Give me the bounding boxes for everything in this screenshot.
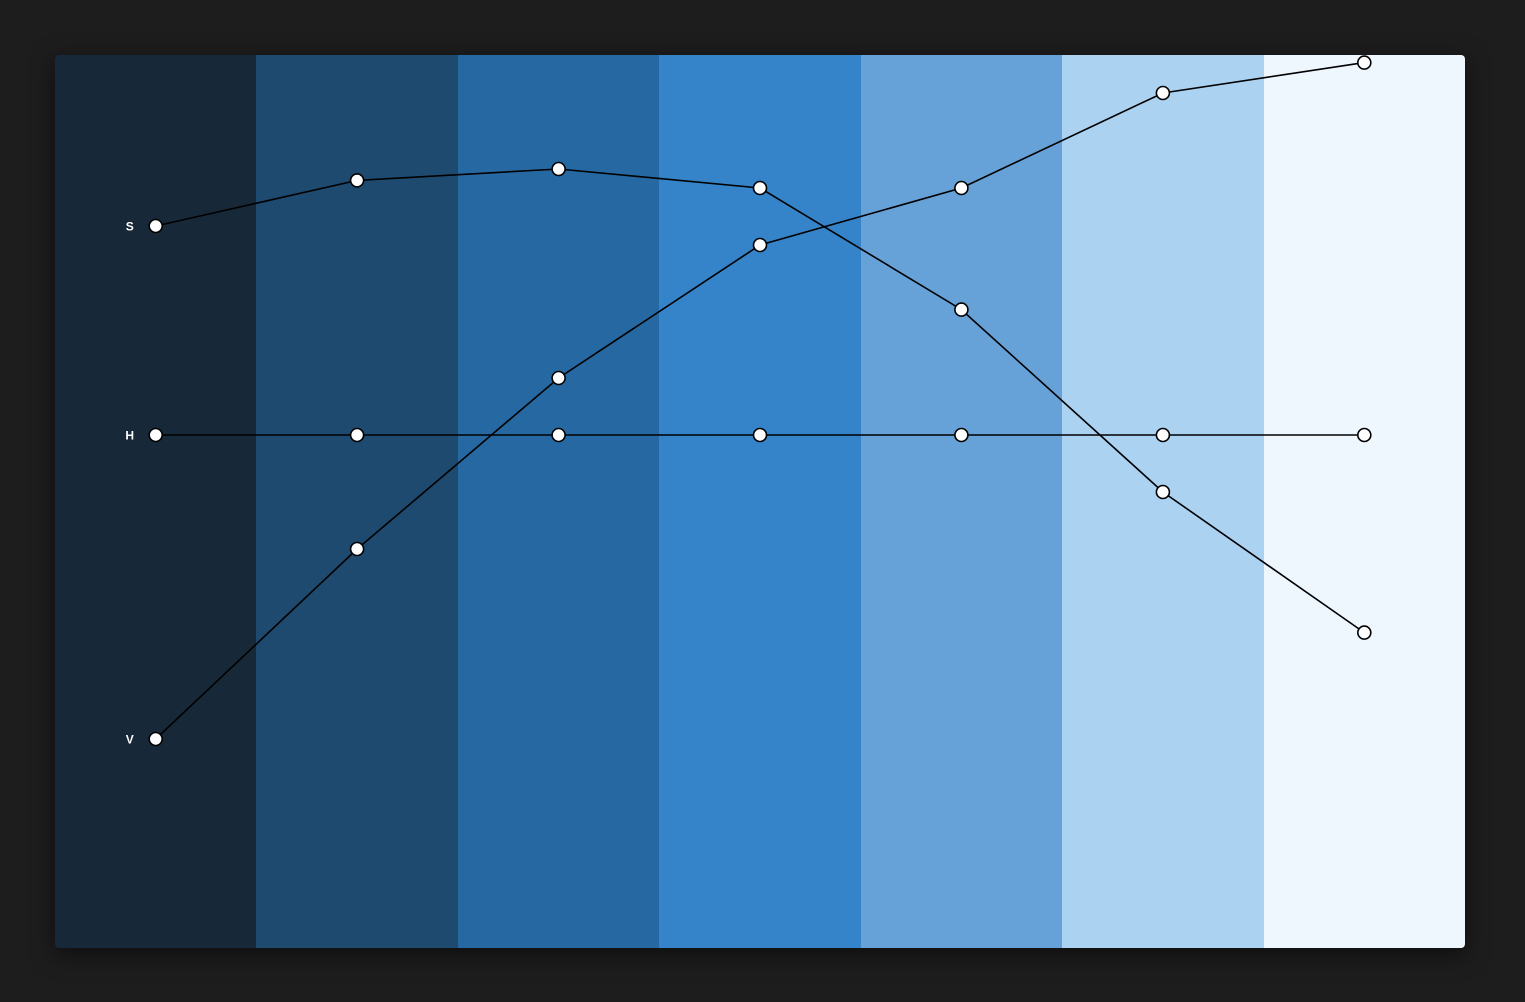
v-curve-handle-5[interactable] <box>954 180 969 196</box>
h-curve-handle-7[interactable] <box>1357 427 1372 443</box>
h-curve: H <box>125 427 1372 443</box>
h-curve-handle-6[interactable] <box>1155 427 1171 443</box>
s-curve-handle-6[interactable] <box>1155 484 1171 500</box>
s-curve-handle-4[interactable] <box>752 180 768 196</box>
color-swatch-2[interactable] <box>256 55 458 948</box>
s-curve: S <box>126 161 1372 640</box>
h-curve-handle-4[interactable] <box>752 427 768 443</box>
v-curve-label: V <box>126 733 134 747</box>
v-curve-handle-1[interactable] <box>148 731 163 747</box>
s-curve-handle-1[interactable] <box>148 218 163 234</box>
color-swatch-6[interactable] <box>1062 55 1264 948</box>
h-curve-handle-2[interactable] <box>349 427 365 443</box>
color-swatch-5[interactable] <box>860 55 1063 948</box>
s-curve-handle-5[interactable] <box>954 302 969 317</box>
s-curve-handle-7[interactable] <box>1357 625 1372 640</box>
v-curve-handle-6[interactable] <box>1155 85 1171 101</box>
color-swatch-3[interactable] <box>457 55 660 948</box>
s-curve-handle-3[interactable] <box>551 161 566 177</box>
v-curve-line <box>155 61 1365 740</box>
color-ramp-panel <box>55 55 1465 948</box>
h-curve-handle-3[interactable] <box>551 427 566 443</box>
v-curve-handle-4[interactable] <box>752 237 768 253</box>
s-curve-label: S <box>126 220 134 234</box>
color-swatch-4[interactable] <box>659 55 861 948</box>
color-swatch-1[interactable] <box>55 55 257 948</box>
h-curve-handle-5[interactable] <box>954 427 969 443</box>
color-swatch-7[interactable] <box>1263 55 1465 948</box>
s-curve-handle-2[interactable] <box>349 173 365 188</box>
v-curve-handle-7[interactable] <box>1357 55 1372 70</box>
v-curve-handle-3[interactable] <box>551 370 566 386</box>
v-curve-handle-2[interactable] <box>349 541 365 557</box>
h-curve-label: H <box>125 429 134 443</box>
h-curve-handle-1[interactable] <box>148 427 163 443</box>
v-curve: V <box>126 55 1372 747</box>
